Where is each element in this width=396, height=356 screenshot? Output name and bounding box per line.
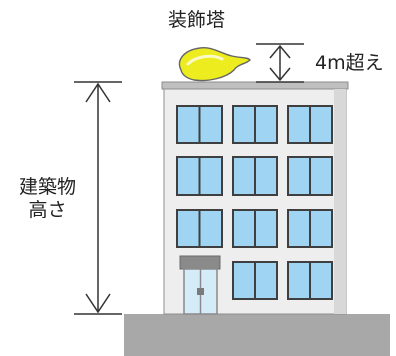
ornament-tower xyxy=(178,46,251,82)
building-shade xyxy=(334,89,346,314)
excess-height-label: 4m超え xyxy=(315,52,384,74)
window xyxy=(232,261,278,300)
excess-height-dimension xyxy=(256,43,304,83)
window xyxy=(232,209,278,248)
ornament-tower-label: 装飾塔 xyxy=(168,9,226,31)
building-height-label-line1: 建築物 xyxy=(19,176,77,198)
building-height-label: 建築物 高さ xyxy=(19,176,76,222)
window xyxy=(176,156,223,196)
window xyxy=(176,105,223,144)
entrance-door xyxy=(179,255,221,315)
window xyxy=(287,156,333,196)
window xyxy=(287,261,333,300)
building-height-label-line2: 高さ xyxy=(28,199,67,221)
ground xyxy=(124,314,390,356)
building-roof xyxy=(161,81,349,90)
window xyxy=(287,209,333,248)
window xyxy=(232,105,278,144)
building-height-dimension xyxy=(74,81,122,315)
window xyxy=(287,105,333,144)
window xyxy=(176,209,223,248)
window xyxy=(232,156,278,196)
